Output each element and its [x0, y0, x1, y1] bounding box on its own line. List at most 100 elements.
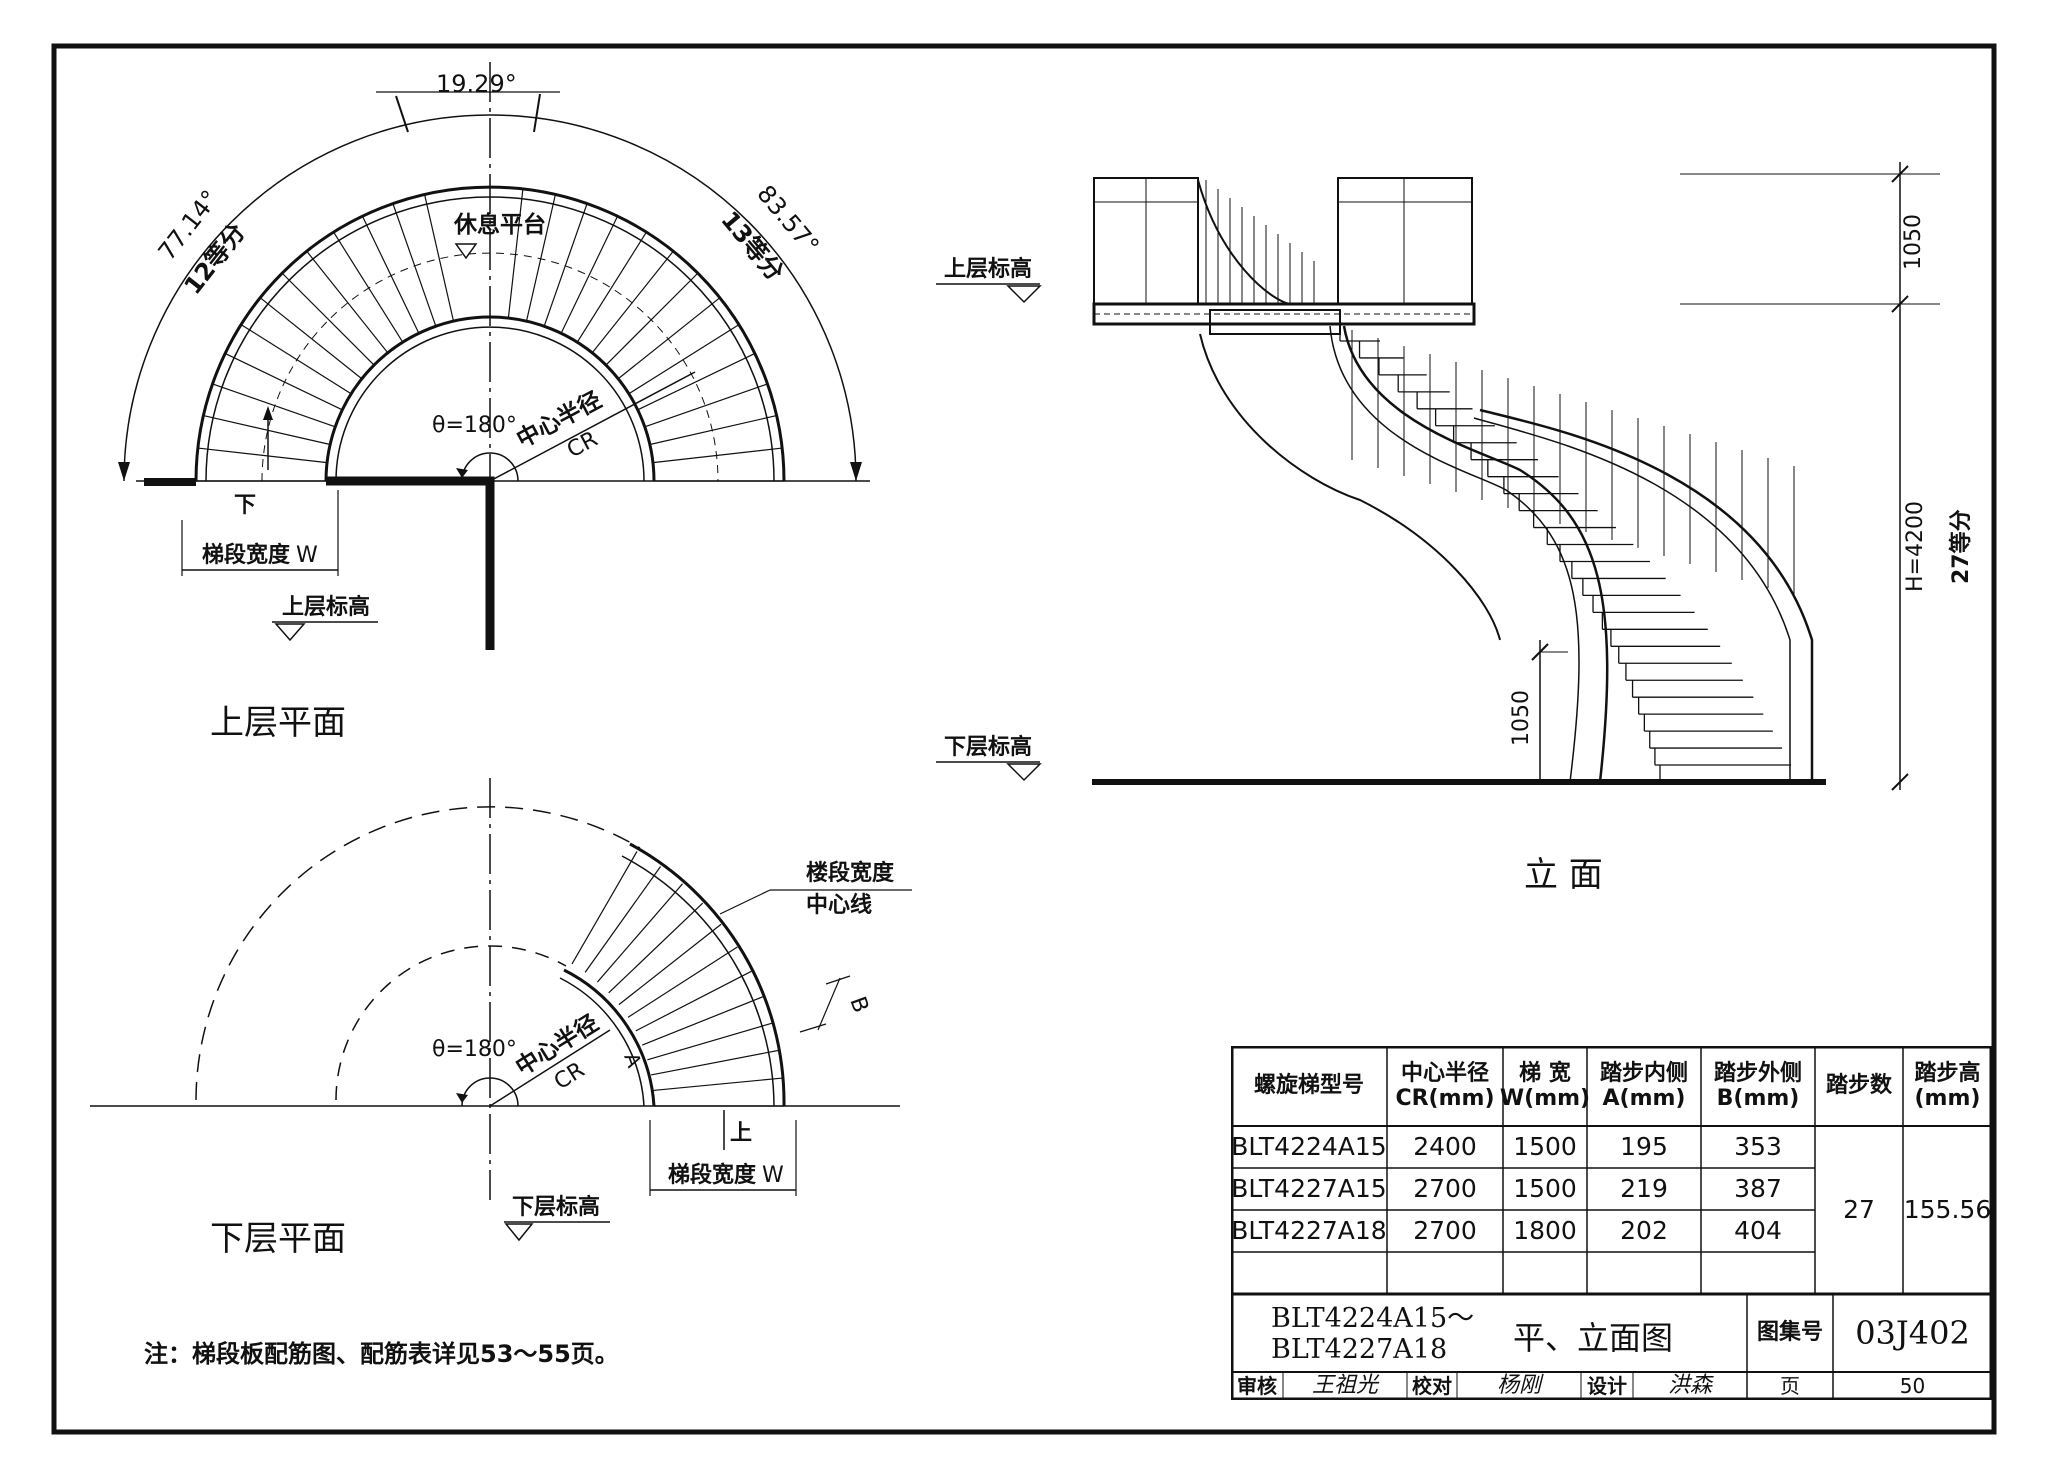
lower-cr: CR: [550, 1058, 589, 1095]
drawing-note: 注：梯段板配筋图、配筋表详见53～55页。: [144, 1340, 619, 1368]
tread-line: [197, 447, 328, 464]
drawing-title-line2: BLT4227A18: [1271, 1334, 1448, 1365]
check-signature: 杨刚: [1496, 1373, 1541, 1399]
tread-line: [240, 324, 352, 395]
lower-level-label: 下层标高: [512, 1194, 600, 1220]
tread-line: [576, 231, 647, 343]
table-cell: 1500: [1513, 1131, 1577, 1161]
lower-theta: θ=180°: [432, 1037, 517, 1062]
drawing-title-suffix: 平、立面图: [1513, 1318, 1674, 1357]
upper-plan-drawing: [118, 62, 870, 650]
table-cell: 219: [1620, 1173, 1668, 1203]
drawing-title-line1: BLT4224A15～: [1271, 1302, 1475, 1334]
tread-line: [591, 250, 674, 354]
elevation-drawing: [936, 162, 1940, 791]
tread-line: [650, 1049, 779, 1076]
header-inner: 踏步内侧 A(mm): [1599, 1060, 1688, 1111]
tread-line: [212, 383, 336, 428]
header-model: 螺旋梯型号: [1253, 1073, 1364, 1099]
header-outer: 踏步外侧 B(mm): [1713, 1060, 1802, 1111]
tread-line: [649, 414, 777, 446]
design-label: 设计: [1587, 1373, 1627, 1398]
elev-dim-1050-top: 1050: [1901, 214, 1926, 270]
elev-lower-level: 下层标高: [944, 734, 1032, 760]
review-label: 审核: [1237, 1373, 1277, 1398]
upper-theta: θ=180°: [432, 413, 517, 438]
table-cell: 202: [1620, 1215, 1668, 1245]
page-label: 页: [1780, 1373, 1800, 1398]
check-label: 校对: [1412, 1373, 1452, 1398]
table-cell: 404: [1734, 1215, 1782, 1245]
table-cell: BLT4227A15: [1231, 1173, 1387, 1203]
tread-line: [627, 946, 738, 1018]
tread-line: [605, 272, 699, 366]
table-cell: BLT4224A15: [1231, 1131, 1387, 1161]
tread-line: [644, 383, 768, 428]
lower-centerline: 中心线: [806, 892, 872, 918]
sheet-border: [51, 43, 1997, 1435]
tread-line: [571, 851, 638, 965]
design-signature: 洪森: [1667, 1373, 1712, 1399]
tread-line: [596, 883, 683, 983]
lower-width-centerline: 楼段宽度: [806, 860, 895, 886]
tread-line: [642, 996, 764, 1046]
tread-line: [560, 215, 619, 334]
tread-line: [647, 1022, 773, 1061]
review-signature: 王祖光: [1311, 1373, 1378, 1399]
table-cell: BLT4227A18: [1231, 1215, 1387, 1245]
lower-b-label: B: [844, 994, 873, 1017]
step-height-value: 155.56: [1903, 1194, 1992, 1224]
tread-line: [652, 447, 783, 464]
tread-line: [507, 188, 524, 319]
table-cell: 1800: [1513, 1215, 1577, 1245]
lower-up-label: 上: [730, 1121, 752, 1146]
drawing-title: BLT4224A15～ BLT4227A18: [1271, 1298, 1481, 1370]
elev-dim-steps: 27等分: [1948, 509, 1974, 584]
tread-line: [333, 231, 404, 343]
stair-schedule-table: 螺旋梯型号 中心半径 CR(mm) 梯 宽 W(mm) 踏步内侧 A(mm) 踏…: [1231, 1046, 1992, 1400]
header-center-radius: 中心半径 CR(mm): [1395, 1060, 1495, 1111]
tread-line: [203, 414, 331, 446]
lower-plan-title: 下层平面: [210, 1219, 346, 1259]
upper-cr: CR: [563, 427, 602, 463]
tread-line: [617, 297, 721, 380]
tread-line: [635, 970, 752, 1032]
table-cell: 2400: [1413, 1131, 1477, 1161]
table-cell: 387: [1734, 1173, 1782, 1203]
table-cell: 2700: [1413, 1173, 1477, 1203]
tread-line: [392, 203, 437, 327]
tread-line: [224, 352, 343, 411]
lower-plan-drawing: [90, 778, 912, 1242]
tread-line: [584, 866, 662, 973]
atlas-label: 图集号: [1756, 1320, 1823, 1346]
upper-plan-title: 上层平面: [210, 703, 346, 743]
elevation-title: 立 面: [1524, 855, 1603, 895]
tread-line: [543, 203, 588, 327]
upper-landing-label: 休息平台: [453, 211, 546, 238]
header-width: 梯 宽 W(mm): [1499, 1060, 1591, 1111]
elev-dim-1050-bottom: 1050: [1509, 690, 1534, 746]
steps-count-value: 27: [1843, 1194, 1875, 1224]
elev-dim-h: H=4200: [1903, 501, 1928, 592]
lower-a-label: A: [619, 1050, 646, 1071]
header-steps: 踏步数: [1825, 1073, 1892, 1099]
atlas-number: 03J402: [1855, 1313, 1970, 1352]
table-cell: 353: [1734, 1131, 1782, 1161]
upper-angle-top: 19.29°: [436, 70, 517, 98]
tread-line: [423, 194, 455, 322]
upper-level-label: 上层标高: [282, 594, 370, 620]
header-step-height: 踏步高 (mm): [1914, 1060, 1981, 1111]
tread-line: [525, 194, 557, 322]
tread-line: [608, 902, 704, 994]
tread-line: [618, 923, 722, 1006]
tread-line: [653, 1077, 783, 1092]
upper-down-label: 下: [234, 493, 256, 518]
tread-line: [281, 272, 375, 366]
elev-upper-level: 上层标高: [944, 256, 1032, 282]
tread-line: [259, 297, 363, 380]
table-cell: 2700: [1413, 1215, 1477, 1245]
tread-line: [637, 352, 756, 411]
